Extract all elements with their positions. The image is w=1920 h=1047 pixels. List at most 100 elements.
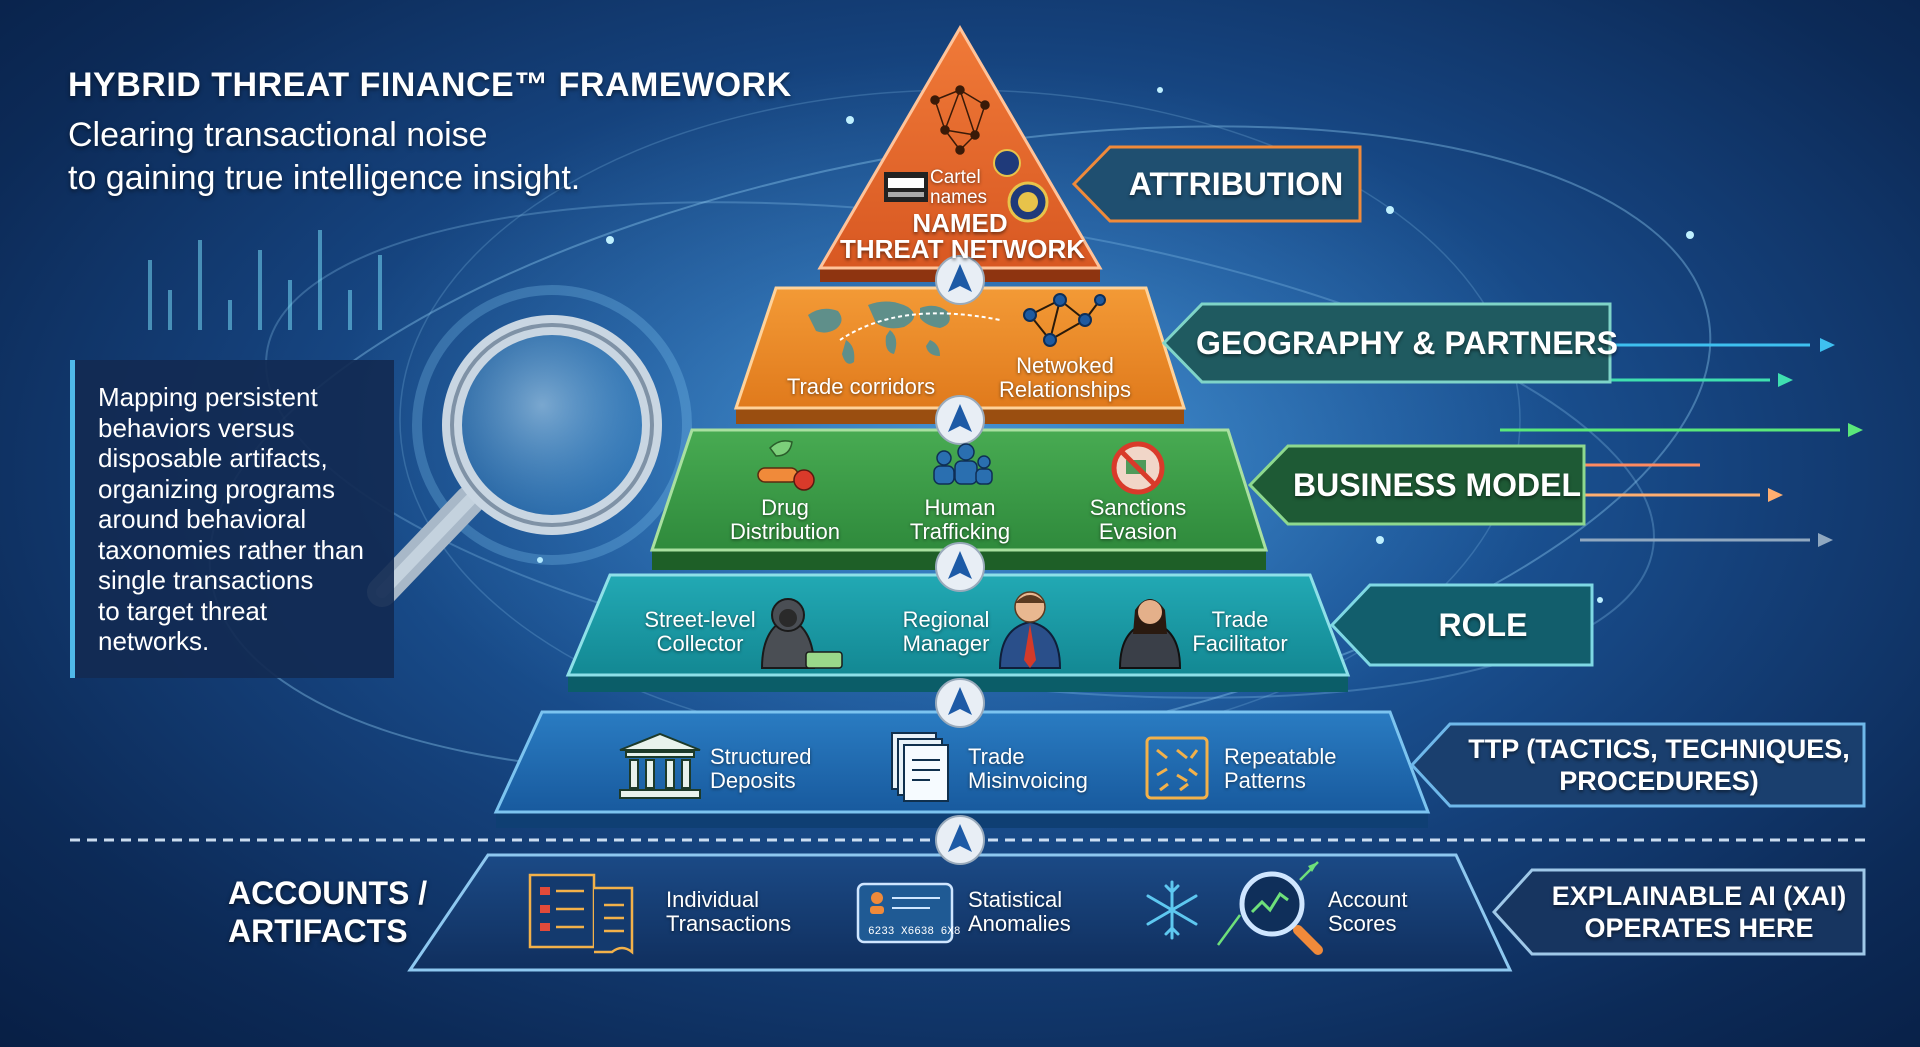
large-magnifier-icon: [367, 285, 692, 607]
woman-icon: [1118, 599, 1182, 669]
cartel-line: names: [930, 187, 988, 208]
page-subtitle: Clearing transactional noise to gaining …: [68, 114, 580, 200]
banner-label: PROCEDURES): [1559, 766, 1759, 796]
up-arrow-icon: [935, 255, 985, 305]
sanctions-evasion-label: Sanctions Evasion: [1068, 496, 1208, 544]
subtitle-line: Clearing transactional noise: [68, 116, 488, 154]
label-line: Sanctions: [1089, 495, 1187, 520]
heading-line: THREAT NETWORK: [840, 234, 1086, 264]
page-title: HYBRID THREAT FINANCE™ FRAMEWORK: [68, 66, 792, 104]
label-line: Scores: [1328, 911, 1397, 936]
label-line: Trade: [1211, 607, 1269, 632]
label-line: Deposits: [710, 768, 796, 793]
seal-icon: [993, 149, 1049, 223]
drug-distribution-label: Drug Distribution: [715, 496, 855, 544]
label-line: Manager: [902, 631, 990, 656]
magnifier-chart-icon: [1216, 861, 1323, 955]
label-line: Individual: [666, 887, 759, 912]
tier-geography: [733, 286, 1187, 424]
statistical-anomalies-label: Statistical Anomalies: [968, 888, 1071, 936]
label-line: Human: [924, 495, 996, 520]
tier-business: [649, 428, 1269, 570]
label-line: Street-level: [644, 607, 756, 632]
description-line: organizing programs: [98, 473, 336, 504]
snowflake-icon: [1146, 880, 1198, 940]
description-line: taxonomies rather than: [98, 534, 364, 565]
description-line: disposable artifacts,: [98, 443, 328, 473]
street-level-collector-label: Street-level Collector: [630, 608, 770, 656]
banner-role: ROLE: [1330, 583, 1594, 667]
prohibited-icon: [1111, 441, 1165, 495]
networked-relationships-label: Netwoked Relationships: [990, 354, 1140, 402]
description-panel: Mapping persistent behaviors versus disp…: [70, 360, 394, 678]
bank-icon: [619, 732, 701, 799]
label-line: Account: [1328, 887, 1408, 912]
up-arrow-icon: [935, 395, 985, 445]
regional-manager-label: Regional Manager: [876, 608, 1016, 656]
up-arrow-icon: [935, 678, 985, 728]
label-line: Trafficking: [909, 519, 1011, 544]
label-line: Drug: [761, 495, 809, 520]
banner-label: ROLE: [1438, 607, 1528, 643]
hooded-person-icon: [760, 598, 843, 669]
description-line: Mapping persistent: [98, 382, 318, 412]
label-line: Misinvoicing: [968, 768, 1088, 793]
document-icon: [891, 732, 949, 802]
label-line: Netwoked: [1016, 353, 1114, 378]
banner-attribution: ATTRIBUTION: [1072, 145, 1362, 223]
trade-corridors-label: Trade corridors: [776, 375, 946, 399]
world-map-icon: [808, 301, 1001, 364]
up-arrow-icon: [935, 542, 985, 592]
label-line: Statistical: [968, 887, 1063, 912]
banner-ttp: TTP (TACTICS, TECHNIQUES, PROCEDURES): [1410, 722, 1866, 808]
banner-label: OPERATES HERE: [1584, 913, 1814, 943]
network-icon: [1023, 293, 1106, 347]
banner-label: TTP (TACTICS, TECHNIQUES,: [1468, 734, 1850, 764]
pattern-icon: [1145, 736, 1209, 800]
artifacts-label: ACCOUNTS / ARTIFACTS: [228, 874, 427, 950]
banner-label: EXPLAINABLE AI (XAI): [1551, 881, 1847, 911]
cartel-line: Cartel: [930, 167, 981, 188]
banner-label: GEOGRAPHY & PARTNERS: [1196, 325, 1618, 361]
label-line: Relationships: [998, 377, 1132, 402]
drug-icon: [757, 440, 815, 491]
people-icon: [933, 443, 993, 485]
description-line: single transactions: [98, 565, 314, 595]
banner-geography-partners: GEOGRAPHY & PARTNERS: [1162, 302, 1618, 384]
label-line: Structured: [710, 744, 812, 769]
up-arrow-icon: [935, 815, 985, 865]
named-threat-network-heading: NAMED THREAT NETWORK: [840, 208, 1086, 264]
cartel-names-label: Cartel names: [930, 168, 987, 208]
trade-misinvoicing-label: Trade Misinvoicing: [968, 745, 1088, 793]
banner-label: BUSINESS MODEL: [1292, 467, 1582, 503]
subtitle-line: to gaining true intelligence insight.: [68, 159, 581, 197]
structured-deposits-label: Structured Deposits: [710, 745, 812, 793]
tier-accounts: [407, 853, 1513, 972]
description-line: to target threat: [98, 595, 268, 626]
label-line: Repeatable: [1224, 744, 1337, 769]
human-trafficking-label: Human Trafficking: [890, 496, 1030, 544]
ledger-icon: [528, 873, 634, 955]
label-line: Collector: [656, 631, 744, 656]
card-number: 6233 X6638 6X8: [868, 926, 960, 938]
banner-xai: EXPLAINABLE AI (XAI) OPERATES HERE: [1492, 868, 1866, 956]
label-line: Anomalies: [968, 911, 1071, 936]
cartel-logo-icon: [884, 172, 928, 202]
manager-icon: [998, 591, 1062, 669]
label-line: Distribution: [729, 519, 841, 544]
repeatable-patterns-label: Repeatable Patterns: [1224, 745, 1337, 793]
individual-transactions-label: Individual Transactions: [666, 888, 791, 936]
heading-line: NAMED: [912, 208, 1008, 238]
card-icon: 6233 X6638 6X8: [856, 882, 960, 944]
trade-facilitator-label: Trade Facilitator: [1170, 608, 1310, 656]
description-line: around behavioral: [98, 504, 307, 534]
label-line: Patterns: [1224, 768, 1306, 793]
banner-business-model: BUSINESS MODEL: [1248, 444, 1586, 526]
banner-label: ATTRIBUTION: [1128, 166, 1344, 202]
label-line: Facilitator: [1192, 631, 1288, 656]
description-line: behaviors versus: [98, 412, 295, 443]
label-line: Trade: [968, 744, 1025, 769]
artifacts-label-line: ARTIFACTS: [228, 913, 408, 949]
label-line: Regional: [902, 607, 990, 632]
